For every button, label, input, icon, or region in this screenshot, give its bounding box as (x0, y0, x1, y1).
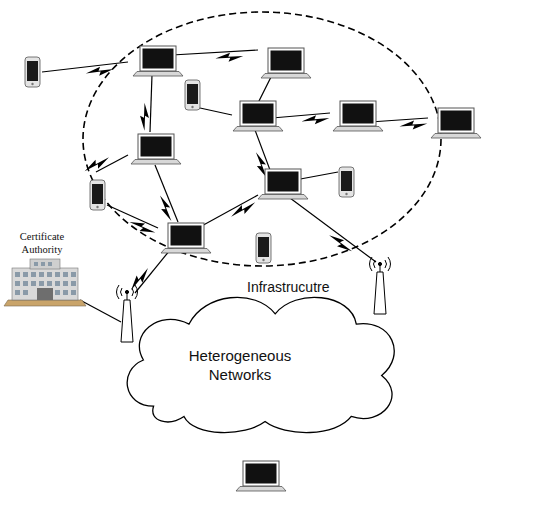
lightning-bolts (82, 52, 427, 293)
authority-label: Certificate Authority (4, 231, 80, 256)
laptop-icons (131, 46, 481, 491)
antenna-tower (117, 285, 138, 342)
node-body: Heterogeneous Networks (113, 283, 407, 437)
cloud-node: Heterogeneous Networks (113, 283, 407, 437)
infrastructure-label: Infrastrucutre (247, 279, 357, 295)
node-label: Heterogeneous Networks (175, 347, 305, 385)
manet-boundary (83, 12, 441, 266)
phone-icons (25, 57, 354, 263)
building-illustration (4, 259, 86, 306)
wireless-links (42, 50, 428, 322)
antenna-tower (370, 257, 391, 314)
